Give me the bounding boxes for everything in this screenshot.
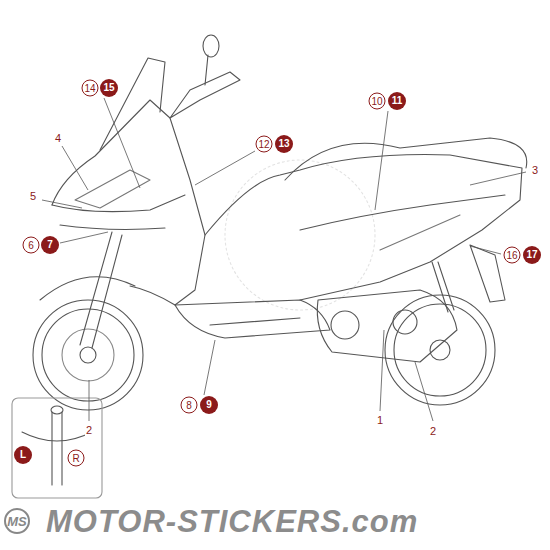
callout-number: 8 [181, 397, 198, 414]
side-marker: L [14, 446, 32, 464]
callout-number: 10 [369, 93, 386, 110]
callout-number: 15 [100, 79, 118, 97]
callout-number: 2 [429, 425, 437, 438]
brand-watermark: MOTOR-STICKERS.com [46, 506, 418, 537]
callout-number: 7 [41, 236, 59, 254]
callout-number: 9 [200, 396, 218, 414]
callout-number: 13 [275, 135, 293, 153]
callout-number: 12 [256, 136, 273, 153]
callout-number: 17 [523, 246, 541, 264]
callout-number: 14 [82, 80, 99, 97]
callout-number: 2 [85, 424, 93, 437]
callout-number: 16 [504, 247, 521, 264]
callout-number: 3 [531, 164, 539, 177]
callout-number: 1 [376, 414, 384, 427]
side-marker: R [68, 450, 85, 467]
callout-number: 4 [54, 132, 62, 145]
callout-number: 6 [23, 237, 40, 254]
callout-number: 11 [388, 92, 406, 110]
logo-badge: MS [4, 508, 30, 534]
callout-number: 5 [29, 190, 37, 203]
